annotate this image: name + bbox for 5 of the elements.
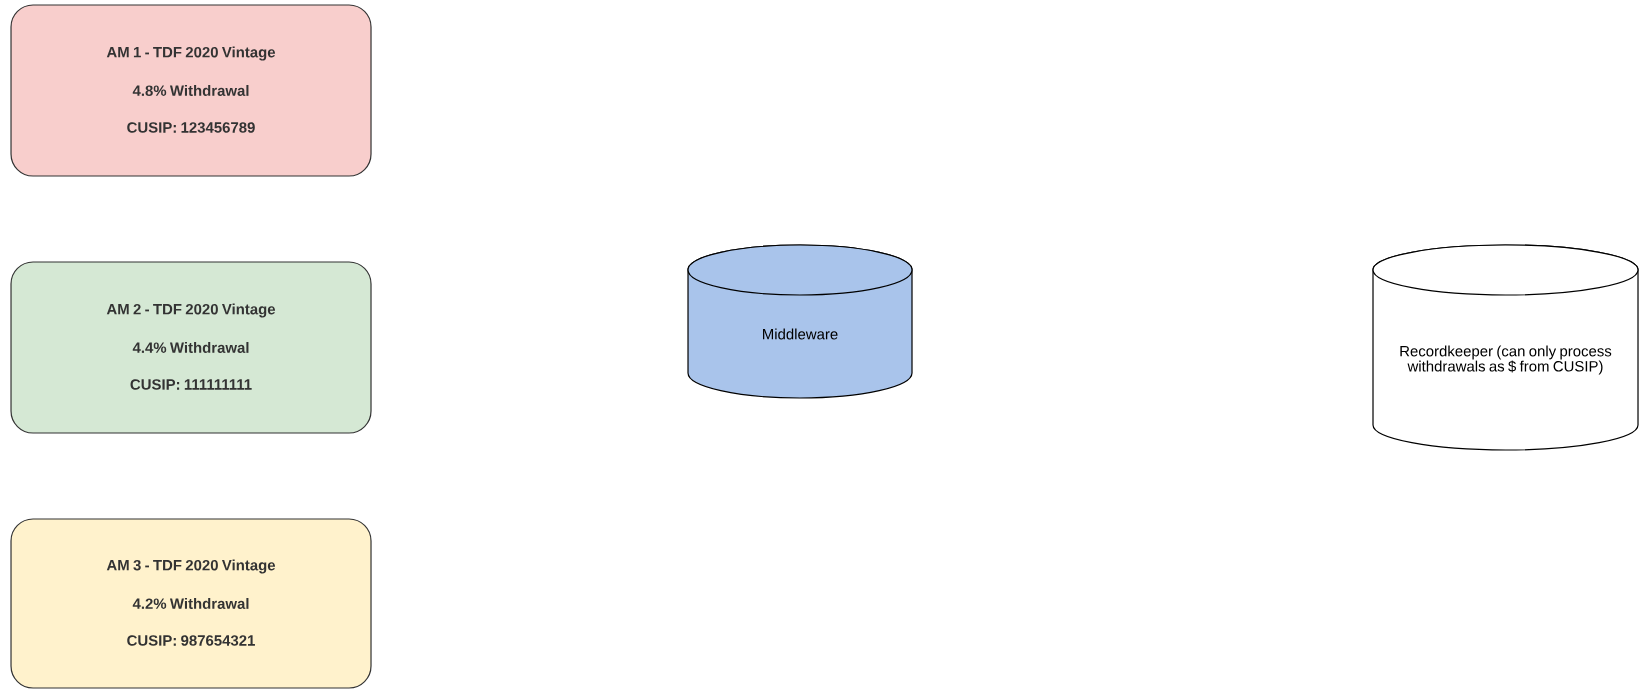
rounded-box: AM 2 - TDF 2020 Vintage 4.4% Withdrawal CUSIP: 111111111 xyxy=(10,261,372,434)
rounded-box: AM 3 - TDF 2020 Vintage 4.2% Withdrawal CUSIP: 987654321 xyxy=(10,518,372,689)
database-cylinder: Recordkeeper (can only process withdrawals as $ from CUSIP) xyxy=(1372,244,1639,451)
database-cylinder: Middleware xyxy=(687,244,913,399)
rounded-box: AM 1 - TDF 2020 Vintage 4.8% Withdrawal CUSIP: 123456789 xyxy=(10,4,372,177)
